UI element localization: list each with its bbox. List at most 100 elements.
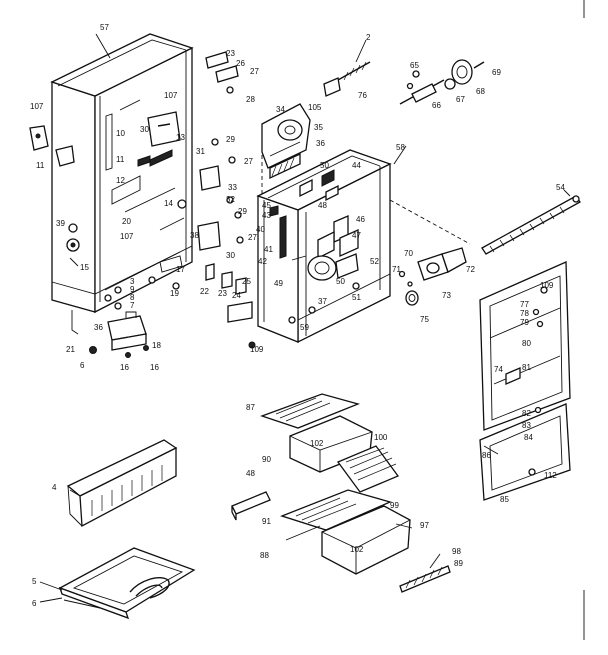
callout-87: 87 bbox=[246, 403, 255, 412]
callout-50: 50 bbox=[336, 277, 345, 286]
callout-70: 70 bbox=[404, 249, 413, 258]
callout-11: 11 bbox=[116, 155, 125, 164]
hinge-bracket-left bbox=[29, 125, 75, 167]
leader-lines bbox=[39, 33, 571, 603]
callout-69: 69 bbox=[492, 68, 501, 77]
toe-grille bbox=[66, 439, 178, 528]
crisper-lower bbox=[280, 489, 411, 575]
callout-48: 48 bbox=[318, 201, 327, 210]
callout-78: 78 bbox=[520, 309, 529, 318]
callout-32: 32 bbox=[226, 195, 235, 204]
callout-45: 45 bbox=[262, 201, 271, 210]
callout-68: 68 bbox=[476, 87, 485, 96]
callout-2: 2 bbox=[366, 33, 371, 42]
callout-29: 29 bbox=[238, 207, 247, 216]
callout-75: 75 bbox=[420, 315, 429, 324]
callout-22: 22 bbox=[200, 287, 209, 296]
callout-76: 76 bbox=[358, 91, 367, 100]
callout-54: 54 bbox=[556, 183, 565, 192]
control-cluster bbox=[137, 111, 256, 349]
callout-67: 67 bbox=[456, 95, 465, 104]
drawer-slide bbox=[231, 491, 271, 521]
callout-16: 16 bbox=[120, 363, 129, 372]
callout-26: 26 bbox=[236, 59, 245, 68]
callout-97: 97 bbox=[420, 521, 429, 530]
callout-52: 52 bbox=[370, 257, 379, 266]
callout-82: 82 bbox=[522, 409, 531, 418]
callout-102: 102 bbox=[310, 439, 324, 448]
freezer-liner bbox=[256, 149, 392, 344]
callout-79: 79 bbox=[520, 318, 529, 327]
door-panel-lower bbox=[479, 403, 571, 501]
callout-91: 91 bbox=[262, 517, 271, 526]
callout-36: 36 bbox=[94, 323, 103, 332]
callout-51: 51 bbox=[352, 293, 361, 302]
callout-83: 83 bbox=[522, 421, 531, 430]
crisper-upper bbox=[260, 393, 400, 493]
callout-112: 112 bbox=[544, 471, 557, 480]
top-brackets bbox=[205, 51, 239, 94]
bottom-rail bbox=[399, 565, 451, 593]
callout-20: 20 bbox=[122, 217, 131, 226]
callout-65: 65 bbox=[410, 61, 419, 70]
callout-9: 9 bbox=[130, 285, 135, 294]
callout-31: 31 bbox=[196, 147, 205, 156]
callout-7: 7 bbox=[130, 301, 135, 310]
callout-25: 25 bbox=[242, 277, 251, 286]
callout-40: 40 bbox=[256, 225, 265, 234]
callout-48: 48 bbox=[246, 469, 255, 478]
callout-14: 14 bbox=[164, 199, 173, 208]
cabinet-door-liner bbox=[50, 33, 194, 314]
callout-5: 5 bbox=[32, 577, 37, 586]
callout-27: 27 bbox=[248, 233, 257, 242]
fan-housing bbox=[261, 103, 311, 169]
callout-15: 15 bbox=[80, 263, 89, 272]
callout-74: 74 bbox=[494, 365, 503, 374]
callout-23: 23 bbox=[226, 49, 235, 58]
callout-71: 71 bbox=[392, 265, 401, 274]
callout-89: 89 bbox=[454, 559, 463, 568]
callout-109: 109 bbox=[250, 345, 264, 354]
callout-98: 98 bbox=[452, 547, 461, 556]
callout-99: 99 bbox=[390, 501, 399, 510]
callout-46: 46 bbox=[356, 215, 365, 224]
callout-84: 84 bbox=[524, 433, 533, 442]
callout-80: 80 bbox=[522, 339, 531, 348]
callout-57: 57 bbox=[100, 23, 109, 32]
callout-77: 77 bbox=[520, 300, 529, 309]
callout-43: 43 bbox=[262, 211, 271, 220]
callout-27: 27 bbox=[250, 67, 259, 76]
callout-102: 102 bbox=[350, 545, 364, 554]
shelf-rail bbox=[481, 195, 581, 255]
callout-18: 18 bbox=[152, 341, 161, 350]
callout-35: 35 bbox=[314, 123, 323, 132]
callout-28: 28 bbox=[246, 95, 255, 104]
callout-21: 21 bbox=[66, 345, 75, 354]
callout-109: 109 bbox=[540, 281, 554, 290]
callout-41: 41 bbox=[264, 245, 273, 254]
callout-100: 100 bbox=[374, 433, 388, 442]
damper-control bbox=[398, 247, 467, 306]
callout-85: 85 bbox=[500, 495, 509, 504]
callout-42: 42 bbox=[258, 257, 267, 266]
callout-90: 90 bbox=[262, 455, 271, 464]
callout-86: 86 bbox=[482, 451, 491, 460]
callout-8: 8 bbox=[130, 293, 135, 302]
callout-3: 3 bbox=[130, 277, 135, 286]
callout-23: 23 bbox=[218, 289, 227, 298]
callout-50: 50 bbox=[320, 161, 329, 170]
callout-12: 12 bbox=[116, 176, 125, 185]
callout-58: 58 bbox=[396, 143, 405, 152]
callout-13: 13 bbox=[176, 133, 185, 142]
callout-105: 105 bbox=[308, 103, 322, 112]
callout-10: 10 bbox=[116, 129, 125, 138]
callout-34: 34 bbox=[276, 105, 285, 114]
callout-37: 37 bbox=[318, 297, 327, 306]
callout-30: 30 bbox=[226, 251, 235, 260]
callout-47: 47 bbox=[352, 231, 361, 240]
callout-6: 6 bbox=[80, 361, 85, 370]
callout-38: 38 bbox=[190, 231, 199, 240]
callout-49: 49 bbox=[274, 279, 283, 288]
callout-36: 36 bbox=[316, 139, 325, 148]
callout-27: 27 bbox=[244, 157, 253, 166]
